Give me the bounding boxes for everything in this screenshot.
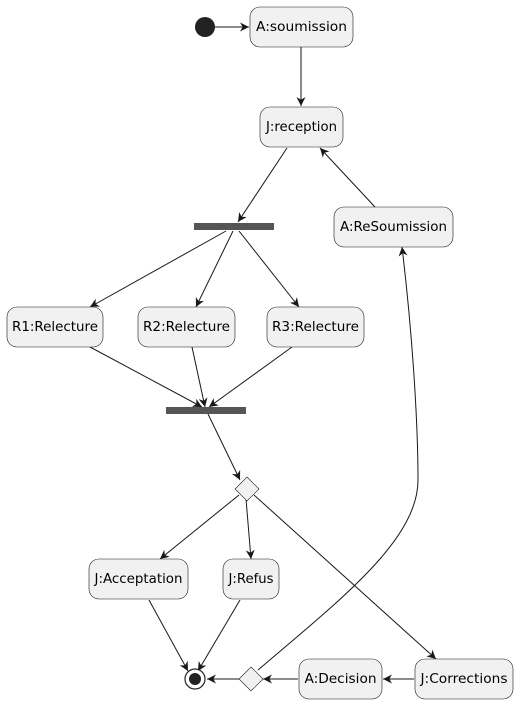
node-r2-box <box>137 306 236 348</box>
end-node <box>184 668 206 690</box>
node-r3: R3:Relecture <box>266 306 365 348</box>
node-acceptation: J:Acceptation <box>88 558 189 600</box>
node-acceptation-box <box>88 558 189 600</box>
node-resoumission-box <box>333 206 454 248</box>
join-bar <box>166 407 246 414</box>
edge-acceptation-end <box>148 599 189 672</box>
node-r3-label: R3:Relecture <box>272 319 359 335</box>
node-acceptation-label: J:Acceptation <box>94 571 183 587</box>
edge-fork-r1 <box>89 230 227 308</box>
edge-resoumission-reception <box>319 147 376 208</box>
node-r2-label: R2:Relecture <box>143 319 230 335</box>
node-soumission: A:soumission <box>249 6 354 48</box>
start-node <box>195 17 215 37</box>
node-r2: R2:Relecture <box>137 306 236 348</box>
edge-r2-join <box>191 346 208 408</box>
node-r3-box <box>266 306 365 348</box>
merge-diamond <box>238 666 264 692</box>
edge-diamond-corrections <box>253 494 437 660</box>
node-reception-box <box>259 106 344 148</box>
node-refus-label: J:Refus <box>228 571 274 587</box>
node-corrections: J:Corrections <box>414 658 514 700</box>
node-resoumission: A:ReSoumission <box>333 206 454 248</box>
node-r1-label: R1:Relecture <box>12 319 98 335</box>
edge-diamond-acceptation <box>159 494 240 560</box>
node-refus-box <box>222 558 280 600</box>
edge-join-diamond <box>207 413 241 481</box>
node-reception: J:reception <box>259 106 344 148</box>
node-decision: A:Decision <box>298 658 383 700</box>
edge-r1-join <box>89 346 203 408</box>
node-decision-label: A:Decision <box>305 671 377 687</box>
node-refus: J:Refus <box>222 558 280 600</box>
node-corrections-label: J:Corrections <box>419 671 507 687</box>
edge-r3-join <box>208 346 293 408</box>
node-soumission-label: A:soumission <box>256 19 347 35</box>
node-r1: R1:Relecture <box>6 306 104 348</box>
node-resoumission-label: A:ReSoumission <box>340 219 447 235</box>
edge-fork-r2 <box>195 230 234 308</box>
edge-reception-fork <box>237 147 288 223</box>
end-node-inner <box>189 673 201 685</box>
node-r1-box <box>6 306 104 348</box>
edge-diamond-refus <box>245 498 255 560</box>
fork-bar <box>194 223 274 230</box>
node-reception-label: J:reception <box>265 119 337 135</box>
edges <box>89 22 437 684</box>
node-decision-box <box>298 658 383 700</box>
decision-diamond <box>234 476 260 502</box>
node-soumission-box <box>249 6 354 48</box>
edge-merge-resoumission <box>257 246 419 671</box>
edge-fork-r3 <box>238 230 300 308</box>
node-corrections-box <box>414 658 514 700</box>
edge-refus-end <box>197 599 241 672</box>
